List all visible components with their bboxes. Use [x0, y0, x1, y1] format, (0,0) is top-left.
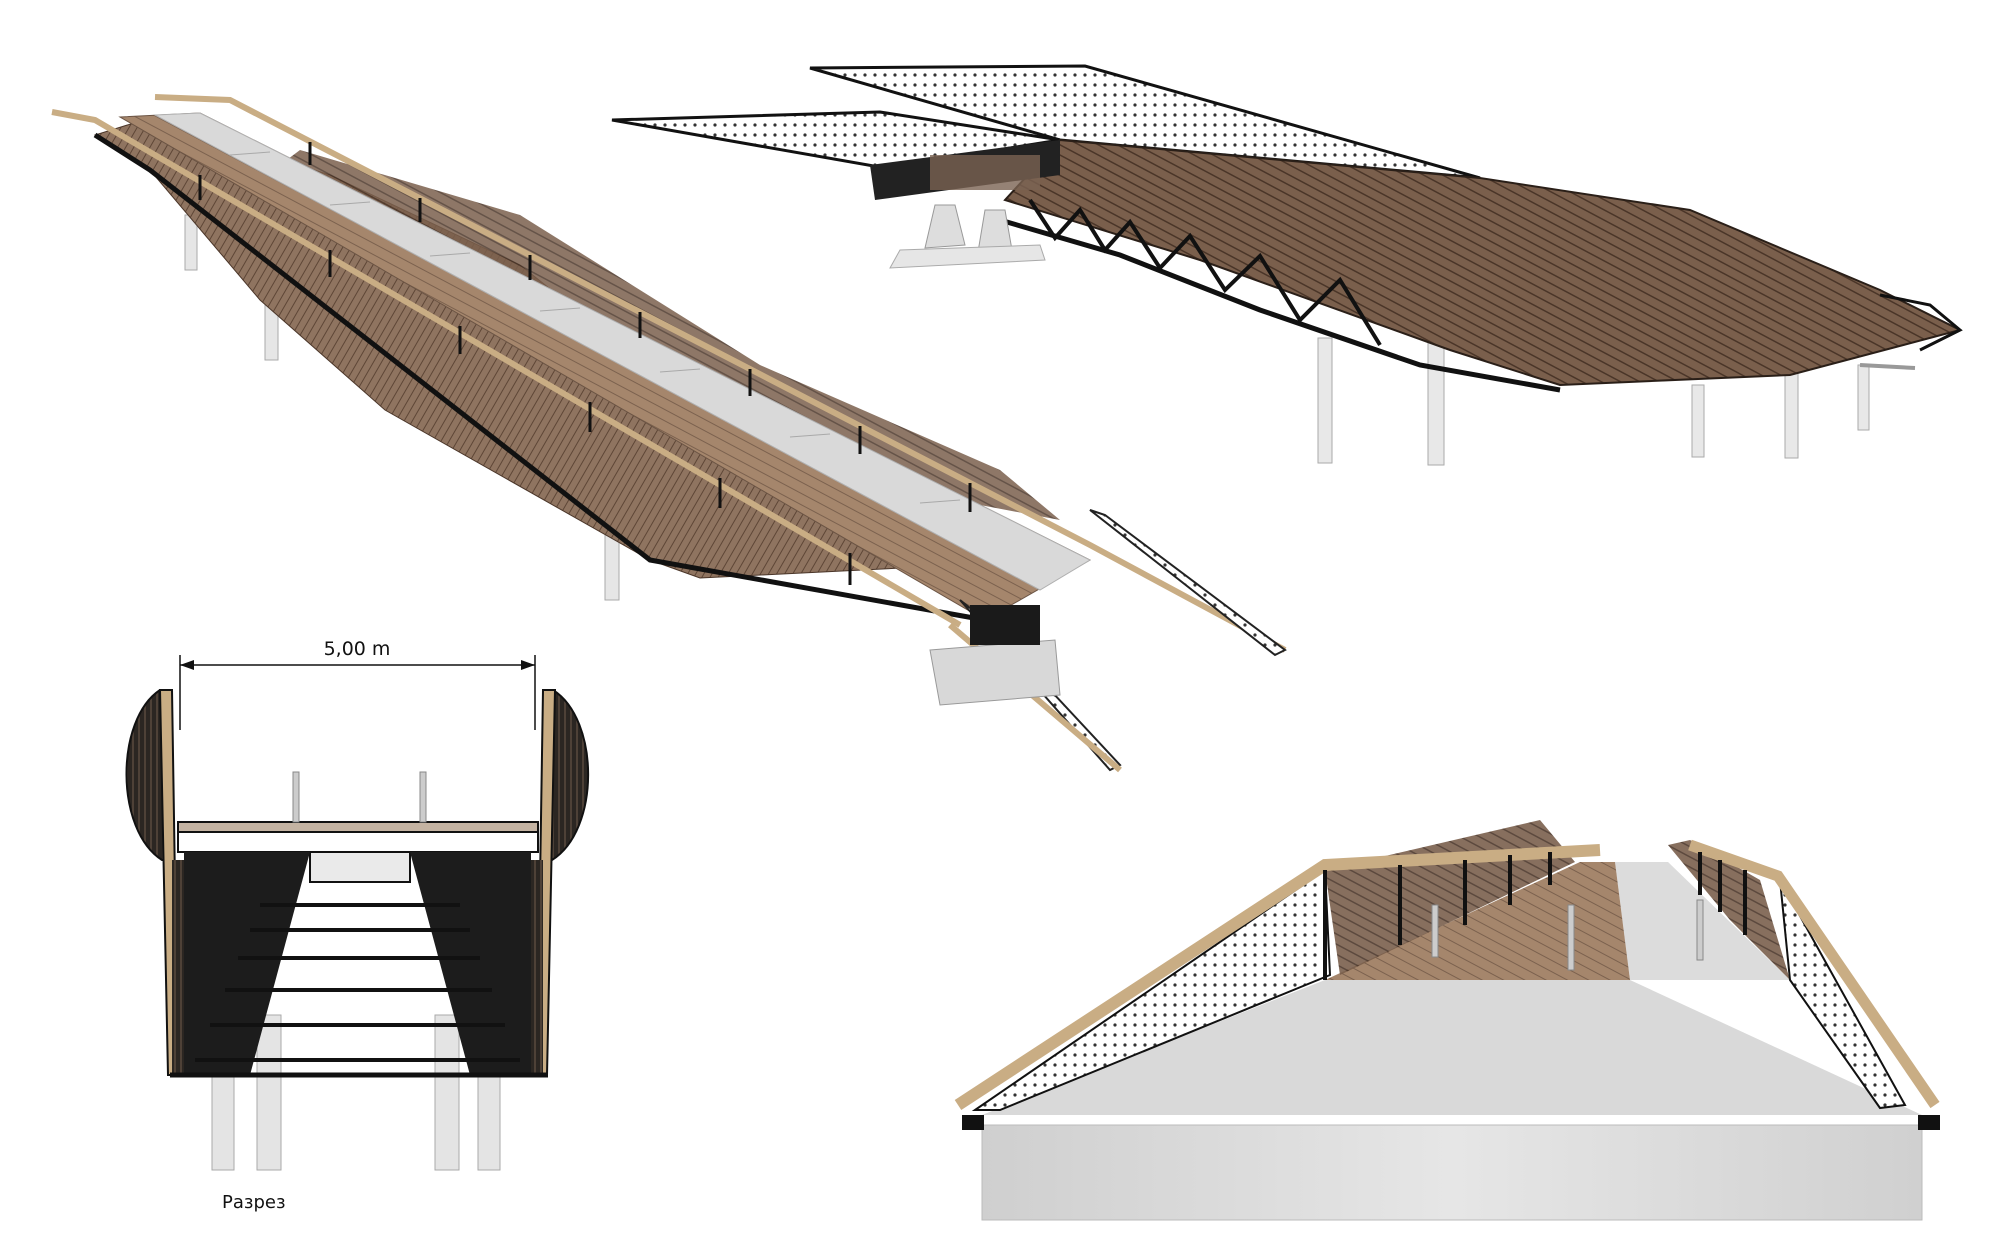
- deck-beam-core: [309, 851, 411, 883]
- timber-cladding-left: [125, 689, 171, 861]
- handrail-right: [1688, 839, 1940, 1109]
- section-caption: Разрез: [222, 1192, 286, 1213]
- abutment-base: [889, 244, 1046, 269]
- edge-beam-left: [962, 1115, 984, 1130]
- perspective-view-deck: [954, 820, 1940, 1221]
- perspective-view-ramp: [51, 94, 1287, 773]
- concrete-walkway: [153, 112, 1092, 591]
- handrail-far: [154, 94, 1287, 653]
- dimension-arrow-right: [521, 660, 535, 670]
- steel-truss-web: [1028, 198, 1382, 347]
- pillar: [1857, 364, 1870, 431]
- deck-post: [292, 771, 300, 823]
- abutment: [924, 204, 966, 249]
- pillar: [256, 1014, 282, 1171]
- inner-cladding-left: [172, 860, 184, 1075]
- understructure-left: [184, 852, 310, 1075]
- railing-posts-near: [198, 175, 852, 585]
- walkway-joints: [229, 151, 961, 504]
- cross-beams: [195, 903, 520, 1062]
- dimension-label: 5,00 m: [324, 638, 391, 660]
- cross-section-view: 5,00 m Разрез: [125, 638, 589, 1213]
- pillar: [1691, 384, 1705, 458]
- pillar: [1427, 329, 1445, 466]
- railing-posts-far: [308, 142, 972, 512]
- pillar: [434, 1014, 460, 1171]
- bollard: [1431, 904, 1439, 958]
- mesh-panel-right: [1779, 879, 1907, 1110]
- deck-top: [177, 821, 539, 833]
- steel-truss-chord: [999, 217, 1561, 393]
- timber-cladding-underside: [1003, 138, 1963, 387]
- end-bracket: [1859, 363, 1916, 370]
- mesh-panel-left: [971, 868, 1332, 1111]
- pillar: [1784, 369, 1799, 459]
- bollard: [1567, 904, 1575, 971]
- bollard: [1696, 899, 1704, 961]
- concrete-base: [981, 1124, 1923, 1221]
- inner-cladding-right: [531, 860, 543, 1075]
- dimension-arrow-left: [180, 660, 194, 670]
- mesh-ramp-right: [1089, 509, 1287, 657]
- pillar: [1317, 337, 1333, 464]
- understructure-right: [410, 852, 531, 1075]
- timber-deck: [1325, 862, 1630, 980]
- steel-frame: [970, 605, 1040, 645]
- deck-beam: [177, 831, 539, 853]
- handrail-near: [51, 109, 962, 628]
- handrail-end: [1879, 293, 1963, 352]
- perspective-view-underside: [611, 64, 1963, 466]
- deck-post: [419, 771, 427, 823]
- edge-beam-right: [1918, 1115, 1940, 1130]
- edge-beam: [93, 132, 986, 623]
- railing-posts: [1323, 852, 1747, 980]
- abutment: [929, 639, 1061, 706]
- deck-slab-end: [930, 155, 1040, 190]
- concrete-walkway: [982, 980, 1922, 1115]
